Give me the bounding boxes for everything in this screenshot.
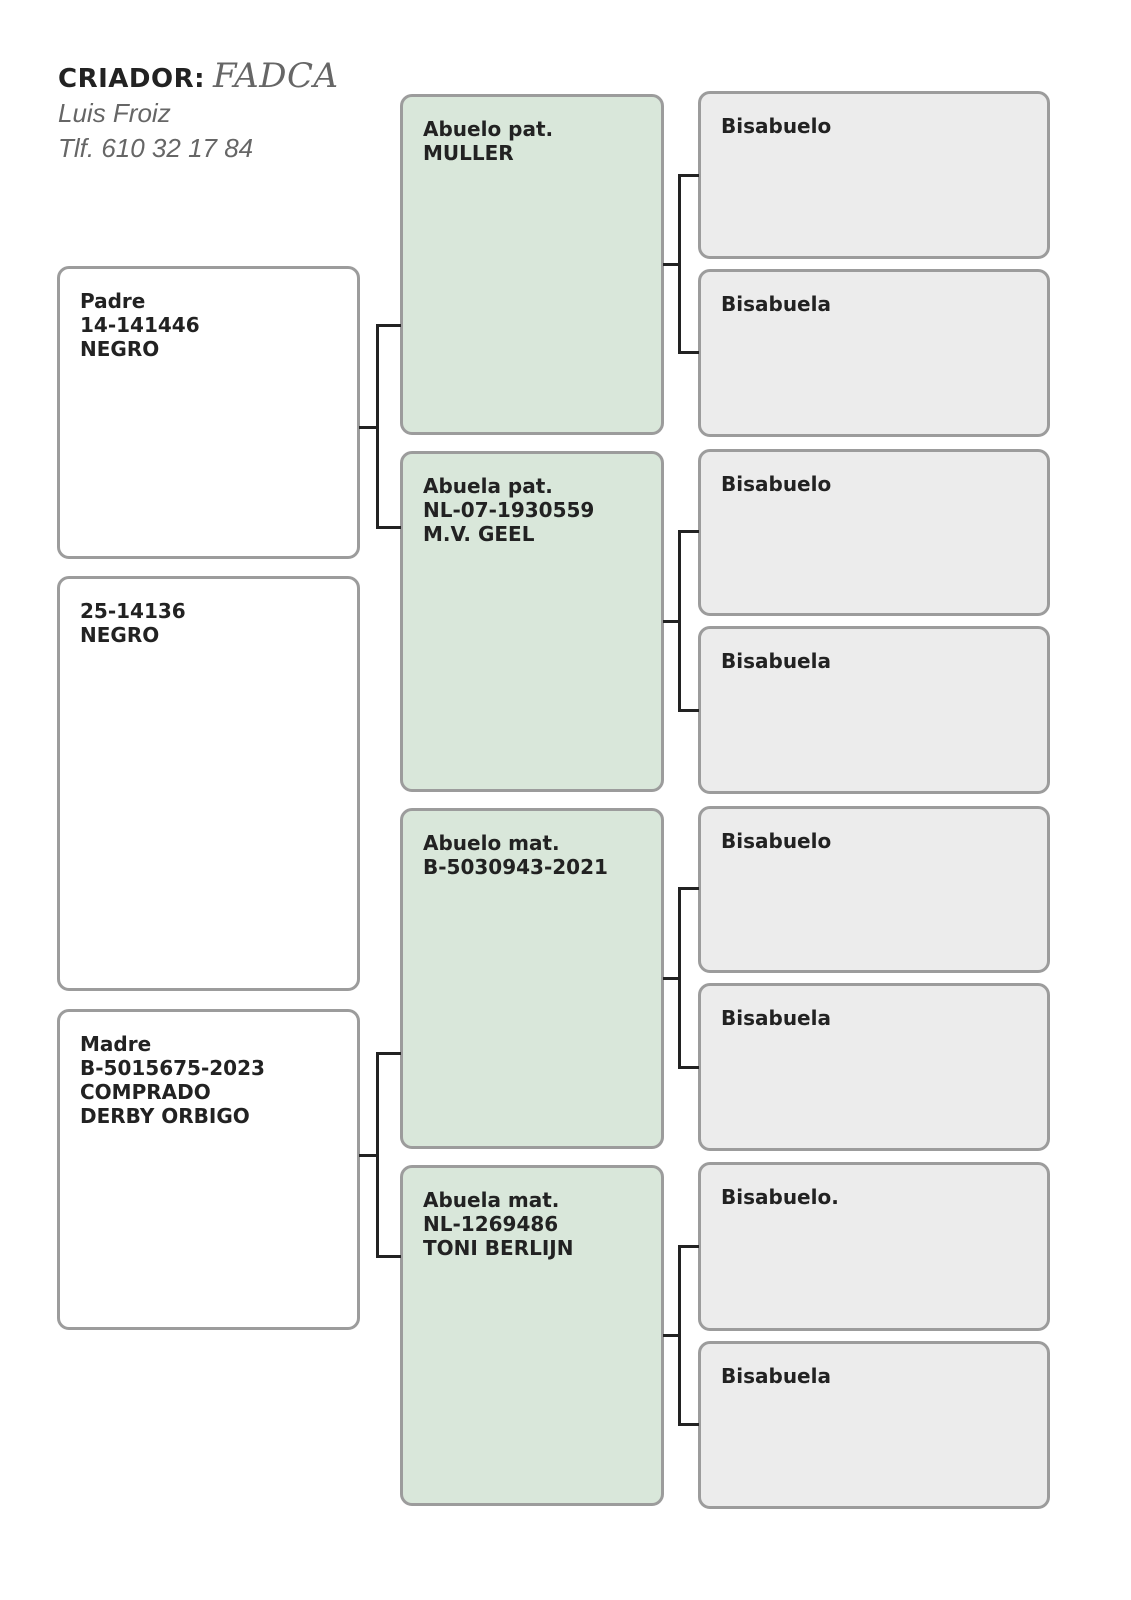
owner-phone: Tlf. 610 32 17 84	[58, 133, 254, 163]
parent-box-mother: Madre B-5015675-2023 COMPRADO DERBY ORBI…	[57, 1009, 360, 1330]
box-line: Bisabuelo	[721, 472, 832, 496]
grandparent-box: Abuelo pat. MULLER	[400, 94, 664, 435]
box-line: B-5015675-2023	[80, 1056, 265, 1080]
connector	[359, 1154, 378, 1157]
connector	[376, 324, 379, 529]
connector	[663, 977, 680, 980]
connector	[678, 1245, 681, 1426]
grandparent-box: Abuelo mat. B-5030943-2021	[400, 808, 664, 1149]
box-line: COMPRADO	[80, 1080, 211, 1104]
connector	[376, 526, 401, 529]
box-line: Bisabuela	[721, 292, 831, 316]
box-line: B-5030943-2021	[423, 855, 608, 879]
box-line: NL-07-1930559	[423, 498, 595, 522]
box-line: DERBY ORBIGO	[80, 1104, 250, 1128]
great-grandparent-box: Bisabuelo	[698, 449, 1050, 616]
connector	[663, 1334, 680, 1337]
great-grandparent-box: Bisabuela	[698, 626, 1050, 794]
great-grandparent-box: Bisabuela	[698, 983, 1050, 1151]
box-line: TONI BERLIJN	[423, 1236, 574, 1260]
box-line: Madre	[80, 1032, 152, 1056]
connector	[359, 426, 378, 429]
box-line: NL-1269486	[423, 1212, 559, 1236]
box-line: Padre	[80, 289, 146, 313]
box-line: Bisabuelo.	[721, 1185, 839, 1209]
box-line: Bisabuela	[721, 649, 831, 673]
connector	[678, 530, 681, 712]
box-line: MULLER	[423, 141, 514, 165]
breeder-heading: CRIADOR: FADCA	[58, 56, 339, 96]
connector	[376, 1255, 401, 1258]
connector	[663, 263, 680, 266]
connector	[678, 351, 699, 354]
box-line: Abuela pat.	[423, 474, 553, 498]
box-line: NEGRO	[80, 623, 160, 647]
box-line: Bisabuela	[721, 1364, 831, 1388]
connector	[376, 1052, 379, 1258]
connector	[678, 530, 699, 533]
subject-box: 25-14136 NEGRO	[57, 576, 360, 991]
great-grandparent-box: Bisabuelo	[698, 806, 1050, 973]
connector	[678, 887, 699, 890]
grandparent-box: Abuela pat. NL-07-1930559 M.V. GEEL	[400, 451, 664, 792]
connector	[678, 174, 681, 354]
connector	[376, 324, 401, 327]
connector	[678, 1245, 699, 1248]
connector	[678, 709, 699, 712]
great-grandparent-box: Bisabuela	[698, 1341, 1050, 1509]
connector	[678, 174, 699, 177]
box-line: NEGRO	[80, 337, 160, 361]
connector	[678, 1423, 699, 1426]
great-grandparent-box: Bisabuela	[698, 269, 1050, 437]
box-line: Bisabuelo	[721, 829, 832, 853]
parent-box-father: Padre 14-141446 NEGRO	[57, 266, 360, 559]
box-line: Bisabuelo	[721, 114, 832, 138]
great-grandparent-box: Bisabuelo.	[698, 1162, 1050, 1331]
great-grandparent-box: Bisabuelo	[698, 91, 1050, 259]
grandparent-box: Abuela mat. NL-1269486 TONI BERLIJN	[400, 1165, 664, 1506]
connector	[376, 1052, 401, 1055]
box-line: Abuelo mat.	[423, 831, 560, 855]
breeder-name: FADCA	[213, 56, 339, 96]
connector	[678, 1066, 699, 1069]
owner-name: Luis Froiz	[58, 98, 171, 128]
box-line: Abuelo pat.	[423, 117, 554, 141]
box-line: 25-14136	[80, 599, 186, 623]
breeder-label: CRIADOR:	[58, 64, 205, 94]
connector	[663, 620, 680, 623]
connector	[678, 887, 681, 1069]
box-line: M.V. GEEL	[423, 522, 535, 546]
box-line: Bisabuela	[721, 1006, 831, 1030]
box-line: 14-141446	[80, 313, 200, 337]
box-line: Abuela mat.	[423, 1188, 560, 1212]
